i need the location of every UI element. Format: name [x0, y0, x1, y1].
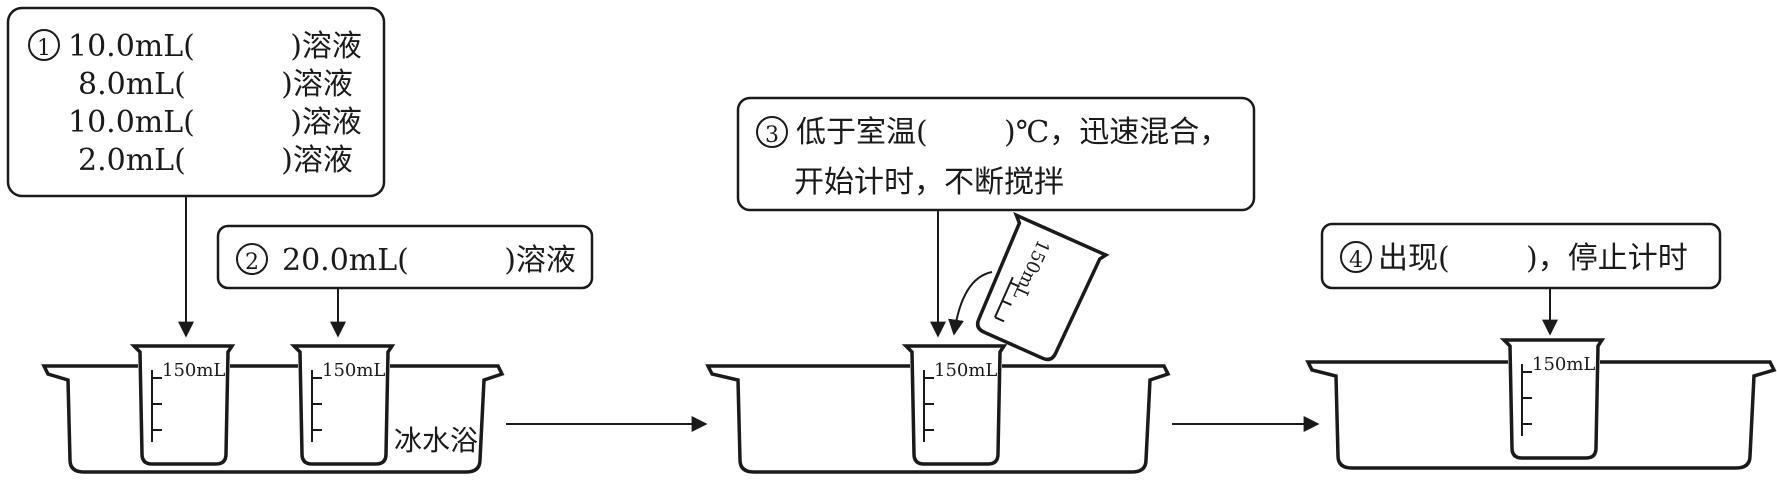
step4-box: 4 出现( )，停止计时 [1320, 222, 1722, 290]
step2-marker: 2 [236, 243, 268, 275]
beaker-2-label: 150mL [322, 360, 385, 381]
step1-line3: 10.0mL( )溶液 [68, 105, 362, 140]
svg-text:3: 3 [765, 123, 779, 148]
ice-water-bath-label: 冰水浴 [394, 424, 478, 457]
step3-line2: 开始计时，不断搅拌 [794, 165, 1064, 200]
svg-text:2: 2 [245, 250, 259, 275]
beaker-1: 150mL [129, 344, 236, 466]
beaker-3-label: 150mL [934, 360, 997, 381]
step4-marker: 4 [1340, 241, 1372, 273]
step1-line2: 8.0mL( )溶液 [78, 67, 353, 102]
svg-text:1: 1 [37, 36, 51, 61]
beaker-4: 150mL [1499, 338, 1606, 460]
step1-box: 1 10.0mL( )溶液 8.0mL( )溶液 10.0mL( )溶液 2.0… [6, 6, 386, 198]
svg-text:4: 4 [1349, 248, 1363, 273]
step4-text: 出现( )，停止计时 [1378, 241, 1688, 276]
pour-arrow [948, 271, 993, 336]
step3-marker: 3 [756, 116, 788, 148]
beaker-2: 150mL [289, 344, 396, 466]
beaker-3: 150mL [901, 344, 1008, 466]
trough-3 [1305, 360, 1777, 470]
step2-box: 2 20.0mL( )溶液 [216, 224, 594, 290]
beaker-4-label: 150mL [1532, 354, 1595, 375]
ice-water-bath-trough [41, 364, 505, 474]
step1-marker: 1 [28, 29, 60, 61]
step3-line1: 低于室温( )℃，迅速混合， [796, 115, 1229, 150]
beaker-1-label: 150mL [162, 360, 225, 381]
step3-box: 3 低于室温( )℃，迅速混合， 开始计时，不断搅拌 [736, 96, 1256, 212]
trough-2 [705, 364, 1171, 474]
pouring-beaker: 150mL [973, 211, 1110, 362]
step2-text: 20.0mL( )溶液 [282, 243, 576, 278]
step1-line4: 2.0mL( )溶液 [78, 143, 353, 178]
step1-line1: 10.0mL( )溶液 [68, 29, 362, 64]
